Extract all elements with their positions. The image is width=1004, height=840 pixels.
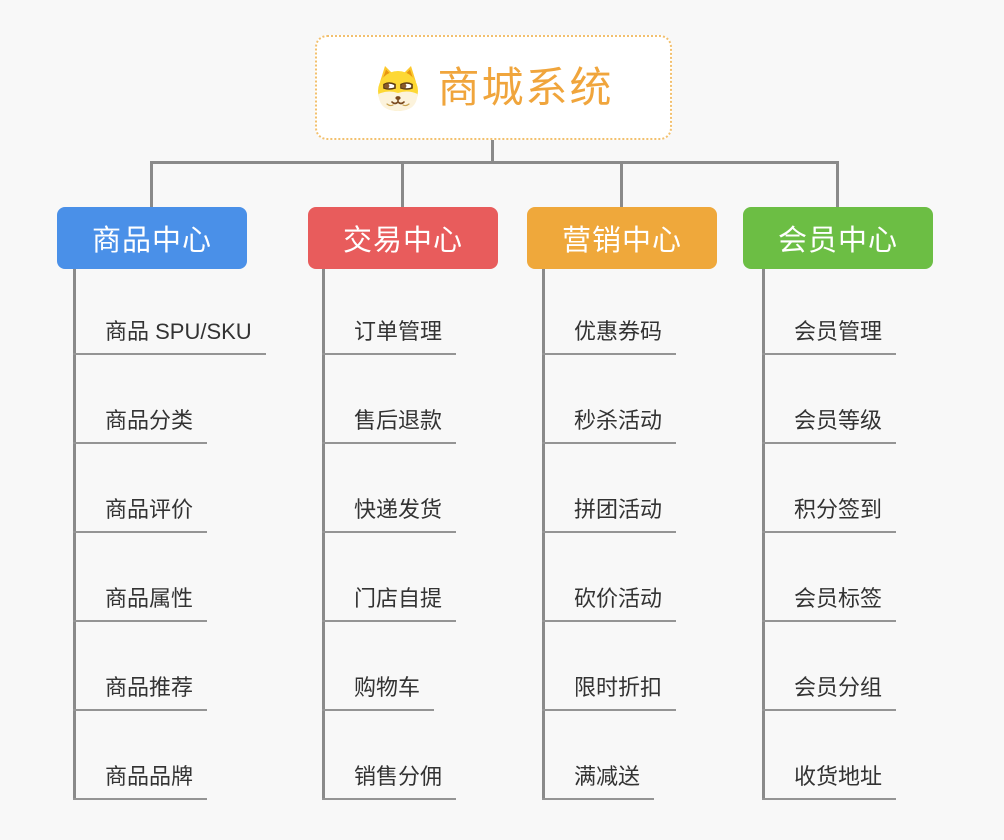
sub-topic[interactable]: 商品评价 — [73, 496, 208, 533]
connector-drop-trade — [401, 161, 404, 208]
root-topic[interactable]: 商城系统 — [315, 35, 672, 140]
sub-topic[interactable]: 砍价活动 — [542, 585, 677, 622]
sub-topic[interactable]: 限时折扣 — [542, 674, 677, 711]
branch-header-member-center[interactable]: 会员中心 — [743, 207, 933, 269]
branch-header-marketing-center[interactable]: 营销中心 — [527, 207, 717, 269]
sub-topic[interactable]: 购物车 — [322, 674, 435, 711]
branch-tree-line-products — [73, 269, 76, 800]
branch-header-label: 交易中心 — [342, 225, 463, 257]
sub-topic[interactable]: 会员等级 — [762, 407, 897, 444]
sub-topic[interactable]: 优惠券码 — [542, 318, 677, 355]
branch-header-label: 商品中心 — [91, 225, 212, 257]
connector-drop-marketing — [620, 161, 623, 208]
shiba-dog-icon — [378, 65, 419, 111]
connector-drop-members — [836, 161, 839, 208]
sub-topic[interactable]: 商品推荐 — [73, 674, 208, 711]
branch-tree-line-members — [762, 269, 765, 800]
sub-topic[interactable]: 会员标签 — [762, 585, 897, 622]
branch-tree-line-trade — [322, 269, 325, 800]
sub-topic[interactable]: 秒杀活动 — [542, 407, 677, 444]
sub-topic[interactable]: 门店自提 — [322, 585, 457, 622]
connector-root-stub — [491, 140, 494, 162]
sub-topic[interactable]: 积分签到 — [762, 496, 897, 533]
sub-topic[interactable]: 收货地址 — [762, 763, 897, 800]
sub-topic[interactable]: 商品品牌 — [73, 763, 208, 800]
connector-drop-products — [150, 161, 153, 208]
branch-tree-line-marketing — [542, 269, 545, 800]
sub-topic[interactable]: 销售分佣 — [322, 763, 457, 800]
sub-topic[interactable]: 商品 SPU/SKU — [73, 318, 266, 355]
sub-topic[interactable]: 订单管理 — [322, 318, 457, 355]
sub-topic[interactable]: 商品属性 — [73, 585, 208, 622]
branch-header-trade-center[interactable]: 交易中心 — [308, 207, 498, 269]
sub-topic[interactable]: 满减送 — [542, 763, 655, 800]
sub-topic[interactable]: 会员管理 — [762, 318, 897, 355]
root-topic-label: 商城系统 — [437, 63, 614, 111]
sub-topic[interactable]: 商品分类 — [73, 407, 208, 444]
sub-topic[interactable]: 会员分组 — [762, 674, 897, 711]
branch-header-product-center[interactable]: 商品中心 — [57, 207, 247, 269]
sub-topic[interactable]: 快递发货 — [322, 496, 457, 533]
sub-topic[interactable]: 拼团活动 — [542, 496, 677, 533]
branch-header-label: 会员中心 — [777, 225, 898, 257]
branch-header-label: 营销中心 — [561, 225, 682, 257]
sub-topic[interactable]: 售后退款 — [322, 407, 457, 444]
connector-horizontal — [150, 161, 839, 164]
